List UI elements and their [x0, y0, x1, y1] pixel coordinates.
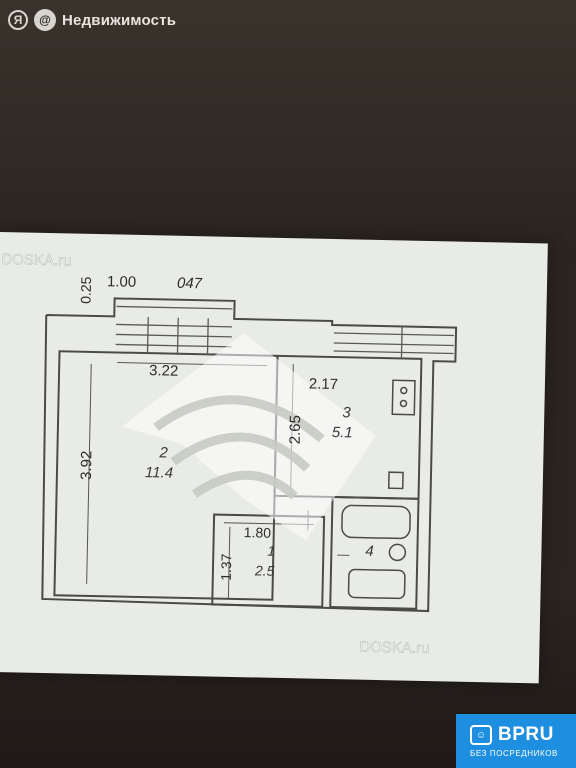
kitchen-area: 5.1	[332, 424, 353, 441]
floor-plan-paper: DOSKA.ru DOSKA.ru	[0, 232, 548, 684]
bath-number: 4	[365, 543, 374, 560]
kitchen-width-label: 2.17	[309, 376, 339, 394]
hall-width-label: 1.80	[244, 524, 272, 541]
hall-number: 1	[267, 543, 275, 559]
room-main-number: 2	[158, 444, 168, 461]
hall-area: 2.5	[254, 562, 275, 578]
bathroom-fixtures	[341, 379, 416, 600]
badge-brand: BPRU	[498, 724, 554, 745]
floor-plan-drawing: DOSKA.ru DOSKA.ru	[1, 251, 458, 657]
house-logo-icon: @	[34, 9, 56, 31]
header-title[interactable]: Недвижимость	[62, 11, 177, 29]
watermark-logo-stripes	[153, 395, 325, 500]
room-labels: 2 11.4 3 5.1 1 2.5 4	[145, 404, 374, 579]
hall-height-label: 1.37	[218, 553, 235, 581]
watermark-bottom: DOSKA.ru	[359, 639, 429, 657]
bpru-badge[interactable]: ☺ BPRU БЕЗ ПОСРЕДНИКОВ	[456, 714, 576, 768]
window-hatches	[115, 305, 454, 359]
room-main-width-label: 3.22	[149, 362, 179, 380]
dim-wall-label: 0.25	[78, 276, 95, 304]
people-icon: ☺	[470, 725, 492, 745]
kitchen-number: 3	[342, 404, 351, 421]
room-main-area: 11.4	[145, 464, 173, 482]
app-header[interactable]: Я @ Недвижимость	[8, 8, 176, 32]
badge-subtitle: БЕЗ ПОСРЕДНИКОВ	[470, 749, 558, 758]
kitchen-height-label: 2.65	[287, 415, 305, 445]
dimension-labels: 0.25 1.00 047 3.22 3.92 2.17 2.65 1.80 1…	[78, 273, 339, 581]
yandex-logo-icon: Я	[8, 10, 28, 30]
dim-window-label: 1.00	[107, 273, 137, 291]
dim-extra-label: 047	[177, 275, 203, 293]
watermark-top: DOSKA.ru	[1, 251, 71, 269]
background-top	[0, 0, 576, 260]
room-main-height-label: 3.92	[78, 450, 96, 480]
